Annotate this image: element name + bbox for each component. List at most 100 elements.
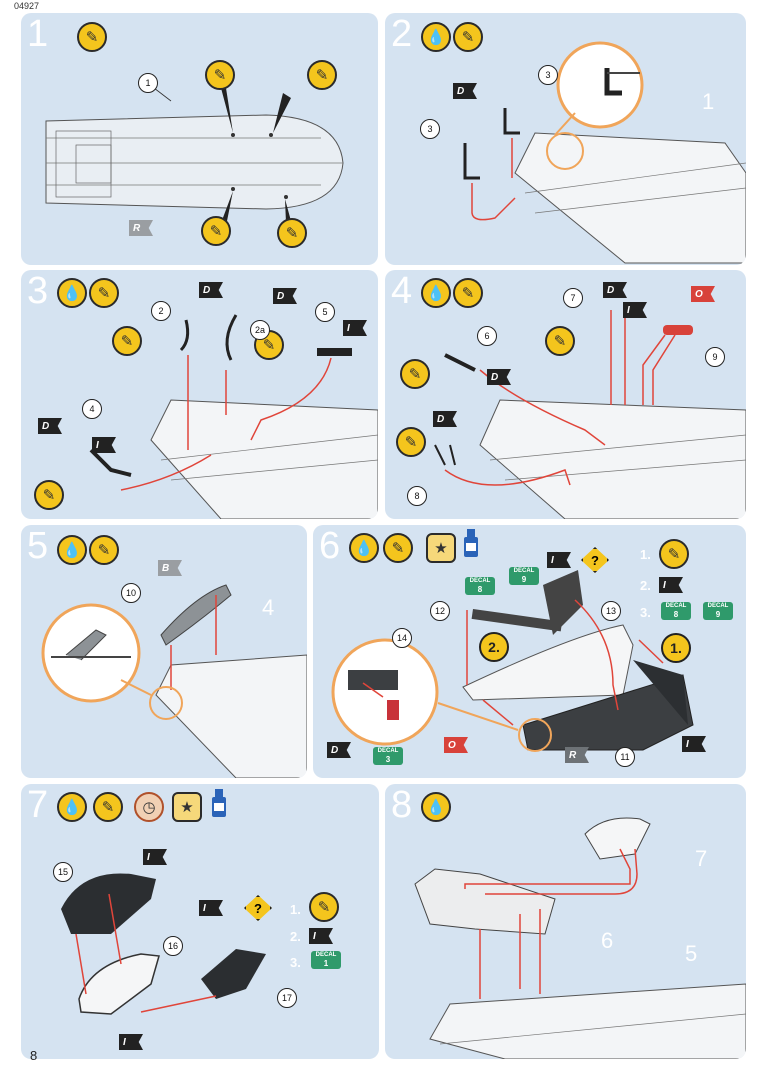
color-flag-i: I <box>309 928 333 944</box>
part-callout-1: 1 <box>138 73 158 93</box>
paint-brush-icon: ✎ <box>201 216 231 246</box>
step-number: 7 <box>27 784 49 826</box>
color-flag-r: R <box>565 747 589 763</box>
color-flag-i: I <box>343 320 367 336</box>
reference-part-5: 5 <box>685 941 698 966</box>
color-flag-d: D <box>433 411 457 427</box>
glue-tube-icon: 💧 <box>57 792 87 822</box>
paint-brush-icon: ✎ <box>453 22 483 52</box>
color-flag-i: I <box>199 900 223 916</box>
reference-part-7: 7 <box>695 846 708 871</box>
paint-brush-icon: ✎ <box>383 533 413 563</box>
part-callout-2a: 2a <box>250 320 270 340</box>
color-flag-i: I <box>682 736 706 752</box>
page-number: 8 <box>30 1048 38 1063</box>
part-callout-3: 3 <box>538 65 558 85</box>
decal-number: 8 <box>673 610 679 619</box>
wheelhouse-assembly-drawing <box>331 570 694 752</box>
sequence-3: 3. <box>290 955 301 970</box>
part-callout-12: 12 <box>430 601 450 621</box>
paint-brush-icon: ✎ <box>396 427 426 457</box>
part-callout-3: 3 <box>420 119 440 139</box>
final-assembly-drawing <box>414 817 746 1059</box>
color-flag-b: B <box>158 560 182 576</box>
decal-number: 8 <box>477 585 483 594</box>
step-number: 2 <box>391 13 413 55</box>
color-flag-d: D <box>199 282 223 298</box>
part-callout-7: 7 <box>563 288 583 308</box>
decal-word: DECAL <box>513 568 535 574</box>
hull-part-assembly-drawing <box>463 41 746 264</box>
reference-part-1: 1 <box>702 89 715 114</box>
step-7-panel: 7 💧 ✎ ◷ ★ 15 16 17 I I I ? 1. ✎ 2. I 3. … <box>21 784 379 1059</box>
part-callout-17: 17 <box>277 988 297 1008</box>
hull-detail-parts-drawing <box>89 314 378 519</box>
deck-panel-drawing <box>41 584 307 778</box>
decal-word: DECAL <box>377 748 399 754</box>
order-badge-1: 1. <box>661 633 691 663</box>
part-callout-11: 11 <box>615 747 635 767</box>
part-callout-16: 16 <box>163 936 183 956</box>
glue-tube-icon: 💧 <box>349 533 379 563</box>
color-flag-i: I <box>92 437 116 453</box>
color-flag-i: I <box>143 849 167 865</box>
part-callout-10: 10 <box>121 583 141 603</box>
part-callout-2: 2 <box>151 301 171 321</box>
part-callout-9: 9 <box>705 347 725 367</box>
hull-fittings-drawing <box>434 310 746 519</box>
step-1-panel: 1 ✎ ✎ ✎ ✎ ✎ 1 R <box>21 13 378 265</box>
paint-brush-icon: ✎ <box>34 480 64 510</box>
color-flag-i: I <box>659 577 683 593</box>
color-flag-d: D <box>487 369 511 385</box>
paint-brush-icon: ✎ <box>309 892 339 922</box>
step-number: 4 <box>391 270 413 312</box>
decal-word: DECAL <box>469 578 491 584</box>
color-flag-d: D <box>453 83 477 99</box>
hull-bottom-drawing <box>45 87 344 226</box>
part-callout-15: 15 <box>53 862 73 882</box>
part-callout-13: 13 <box>601 601 621 621</box>
paint-brush-icon: ✎ <box>545 326 575 356</box>
color-flag-d: D <box>38 418 62 434</box>
step-5-panel: 5 💧 ✎ 10 B 4 <box>21 525 307 778</box>
color-flag-d: D <box>327 742 351 758</box>
decal-softener-bottle-icon <box>212 789 226 817</box>
paint-brush-icon: ✎ <box>453 278 483 308</box>
decal-star-icon: ★ <box>426 533 456 563</box>
paint-brush-icon: ✎ <box>89 535 119 565</box>
step-number: 3 <box>27 270 49 312</box>
step-6-panel: 6 💧 ✎ ★ 12 13 14 11 I ? 1. ✎ 2. I 3. DEC… <box>313 525 746 778</box>
step-4-panel: 4 💧 ✎ ✎ ✎ ✎ 7 6 9 8 D D D I O <box>385 270 746 519</box>
sequence-3: 3. <box>640 605 651 620</box>
step-3-panel: 3 💧 ✎ ✎ ✎ ✎ 2 2a 5 4 D D D I I <box>21 270 378 519</box>
bridge-roof-assembly-drawing <box>61 873 266 1015</box>
paint-brush-icon: ✎ <box>400 359 430 389</box>
reference-part-6: 6 <box>601 928 614 953</box>
part-callout-6: 6 <box>477 326 497 346</box>
part-callout-8: 8 <box>407 486 427 506</box>
step-number: 8 <box>391 784 413 826</box>
glue-tube-icon: 💧 <box>421 278 451 308</box>
step-number: 5 <box>27 525 49 567</box>
step-number: 6 <box>319 525 341 567</box>
color-flag-d: D <box>273 288 297 304</box>
sequence-1: 1. <box>290 902 301 917</box>
part-callout-5: 5 <box>315 302 335 322</box>
step-2-panel: 2 💧 ✎ 3 3 D 1 <box>385 13 746 265</box>
decal-number: 3 <box>385 755 391 764</box>
paint-brush-icon: ✎ <box>307 60 337 90</box>
clock-icon: ◷ <box>134 792 164 822</box>
reference-part-4: 4 <box>262 595 275 620</box>
paint-brush-icon: ✎ <box>205 60 235 90</box>
paint-brush-icon: ✎ <box>89 278 119 308</box>
part-callout-4: 4 <box>82 399 102 419</box>
glue-tube-icon: 💧 <box>421 792 451 822</box>
decal-number: 9 <box>521 575 527 584</box>
step-number: 1 <box>27 13 49 55</box>
